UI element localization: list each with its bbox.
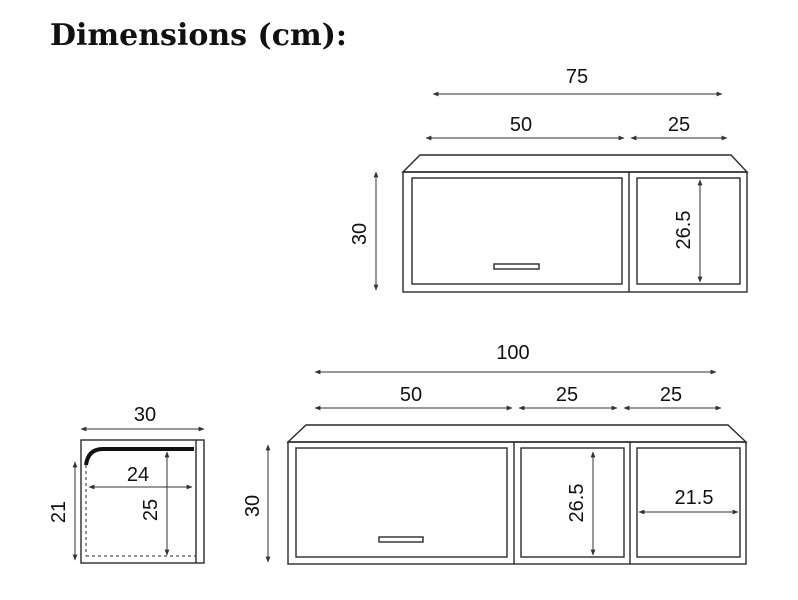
top-unit-right-compartment [636,177,741,285]
bottom-inner-height-label: 26.5 [566,484,588,523]
side-view-dimensions [72,426,205,561]
bottom-total-width-label: 100 [496,342,529,364]
bottom-unit-door-handle [378,536,424,543]
side-inner-depth-label: 24 [127,464,149,486]
bottom-unit-top-panel [286,424,748,443]
top-height-label: 30 [349,223,371,245]
bottom-unit-right-compartment [636,447,741,558]
side-depth-label: 30 [134,404,156,426]
side-view [80,439,205,564]
top-unit-door-handle [493,263,540,270]
bottom-height-label: 30 [242,495,264,517]
top-left-width-label: 50 [510,114,532,136]
top-unit-body [402,171,748,293]
bottom-inner-width-label: 21.5 [675,487,714,509]
bottom-unit-left-door [295,447,508,558]
top-unit [401,154,749,293]
bottom-right-width-label: 25 [660,384,682,406]
bottom-middle-width-label: 25 [556,384,578,406]
top-total-width-label: 75 [566,66,588,88]
side-view-outline [80,439,205,564]
side-view-top-profile [84,447,194,466]
bottom-left-width-label: 50 [400,384,422,406]
bottom-unit-body [287,441,747,565]
top-right-width-label: 25 [668,114,690,136]
bottom-unit [286,424,748,565]
side-height-label: 21 [48,501,70,523]
top-unit-left-door [411,177,623,285]
top-inner-height-label: 26.5 [673,211,695,250]
top-unit-dimensions [373,91,728,291]
top-unit-top-panel [401,154,749,173]
bottom-unit-dimensions [265,369,739,563]
page-title: Dimensions (cm): [50,18,347,53]
bottom-unit-middle-compartment [520,447,625,558]
side-inner-height-label: 25 [140,499,162,521]
